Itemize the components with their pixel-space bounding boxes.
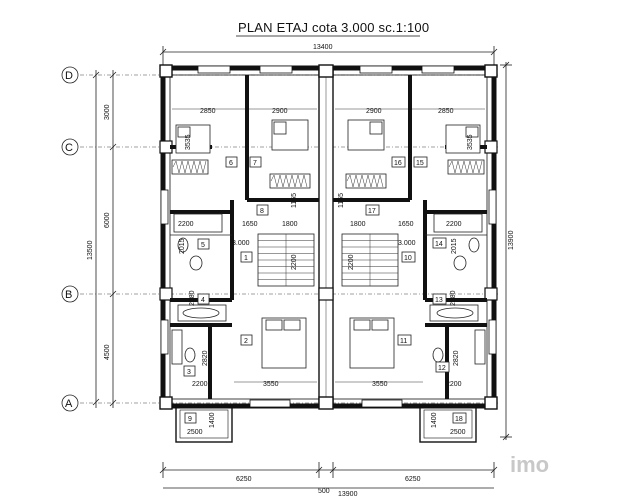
dim-1650-right: 1650 — [398, 221, 414, 228]
dim-1650-left: 1650 — [242, 221, 258, 228]
balcony-right — [419, 405, 477, 443]
dim-1400-left: 1400 — [209, 412, 216, 428]
balcony-left — [175, 405, 233, 443]
axis-label-b: B — [65, 289, 72, 301]
room-label-11: 11 — [400, 338, 407, 345]
dim-2200-left: 2200 — [178, 221, 194, 228]
axis-label-c: C — [65, 142, 73, 154]
dim-2200-right: 2200 — [446, 221, 462, 228]
dim-2820-right: 2820 — [453, 350, 460, 366]
stairs-left — [257, 233, 315, 287]
axis-bubble-d — [61, 66, 79, 84]
axis-bubble-a — [61, 394, 79, 412]
room-label-14: 14 — [435, 241, 443, 248]
bathroom-fixtures-icon — [173, 213, 483, 363]
dim-3535-left: 3535 — [185, 134, 192, 150]
room-label-6: 6 — [229, 160, 233, 167]
dim-left-c-b: 6000 — [104, 212, 111, 228]
axis-grid: D C B A — [61, 66, 500, 412]
dim-1400-right: 1400 — [431, 412, 438, 428]
dim-2380-right: 2380 — [450, 290, 457, 306]
room-label-10: 10 — [404, 255, 412, 262]
dim-2850-right: 2850 — [438, 108, 454, 115]
dim-2200-vertical-right: 2200 — [348, 254, 355, 270]
room-label-1: 1 — [244, 255, 248, 262]
dim-2015-right: 2015 — [451, 238, 458, 254]
dim-2380-left: 2380 — [189, 290, 196, 306]
interior-dimensions: 2850 2900 2900 2850 1650 1800 1800 1650 … — [172, 108, 485, 436]
dim-3535-right: 3535 — [467, 134, 474, 150]
axis-bubble-b — [61, 285, 79, 303]
dim-2200-bottom-right: 2200 — [446, 381, 462, 388]
bottom-dimensions: 6250 6250 500 13900 — [159, 462, 498, 497]
bed-icon — [347, 119, 481, 369]
dim-2900-right: 2900 — [366, 108, 382, 115]
dim-left-d-c: 3000 — [104, 104, 111, 120]
dim-2850-left: 2850 — [200, 108, 216, 115]
dim-1165-left: 1165 — [291, 193, 298, 208]
dim-1800-right: 1800 — [350, 221, 366, 228]
stairs-right — [341, 233, 399, 287]
room-label-5: 5 — [201, 242, 205, 249]
level-mark-left: 3.000 — [232, 240, 250, 247]
room-label-12: 12 — [438, 365, 446, 372]
dim-bottom-right: 6250 — [405, 476, 421, 483]
exterior-walls — [159, 64, 498, 410]
dim-2900-left: 2900 — [272, 108, 288, 115]
axis-label-a: A — [65, 398, 73, 410]
dim-3550-right: 3550 — [372, 381, 388, 388]
dim-1800-left: 1800 — [282, 221, 298, 228]
room-label-9: 9 — [188, 416, 192, 423]
dim-1165-right: 1165 — [338, 193, 345, 208]
room-label-13: 13 — [435, 297, 443, 304]
axis-bubble-c — [61, 138, 79, 156]
dim-bottom-overall: 13900 — [338, 491, 358, 497]
room-label-7: 7 — [253, 160, 257, 167]
room-label-18: 18 — [455, 416, 463, 423]
axis-label-d: D — [65, 70, 73, 82]
dim-2200-vertical-left: 2200 — [291, 254, 298, 270]
dim-2015-left: 2015 — [179, 238, 186, 254]
dim-2500-left: 2500 — [187, 429, 203, 436]
dim-bottom-middle: 500 — [318, 488, 330, 495]
room-label-17: 17 — [368, 208, 376, 215]
room-label-15: 15 — [416, 160, 424, 167]
plan-title: PLAN ETAJ cota 3.000 sc.1:100 — [238, 20, 429, 35]
dim-left-b-a: 4500 — [104, 344, 111, 360]
top-dimension: 13400 — [159, 44, 498, 70]
dim-2820-left: 2820 — [202, 350, 209, 366]
room-label-2: 2 — [244, 338, 248, 345]
room-label-16: 16 — [394, 160, 402, 167]
dim-3550-left: 3550 — [263, 381, 279, 388]
dim-top-overall: 13400 — [313, 44, 333, 51]
dim-2500-right: 2500 — [450, 429, 466, 436]
wardrobe-icon — [171, 159, 486, 365]
dim-2200-bottom-left: 2200 — [192, 381, 208, 388]
dim-right-total: 13900 — [508, 230, 515, 250]
right-dimension: 13900 — [500, 61, 515, 441]
left-dimensions: 3000 6000 4500 13500 — [87, 70, 117, 408]
watermark-logo: imo — [510, 452, 549, 477]
room-label-8: 8 — [260, 208, 264, 215]
dim-bottom-left: 6250 — [236, 476, 252, 483]
dim-left-total: 13500 — [87, 240, 94, 260]
level-mark-right: 3.000 — [398, 240, 416, 247]
room-labels: 1 2 3 4 5 6 7 8 9 10 11 12 13 14 15 16 1… — [183, 156, 467, 424]
room-label-3: 3 — [187, 369, 191, 376]
bed-icon — [175, 119, 309, 369]
room-label-4: 4 — [201, 297, 205, 304]
